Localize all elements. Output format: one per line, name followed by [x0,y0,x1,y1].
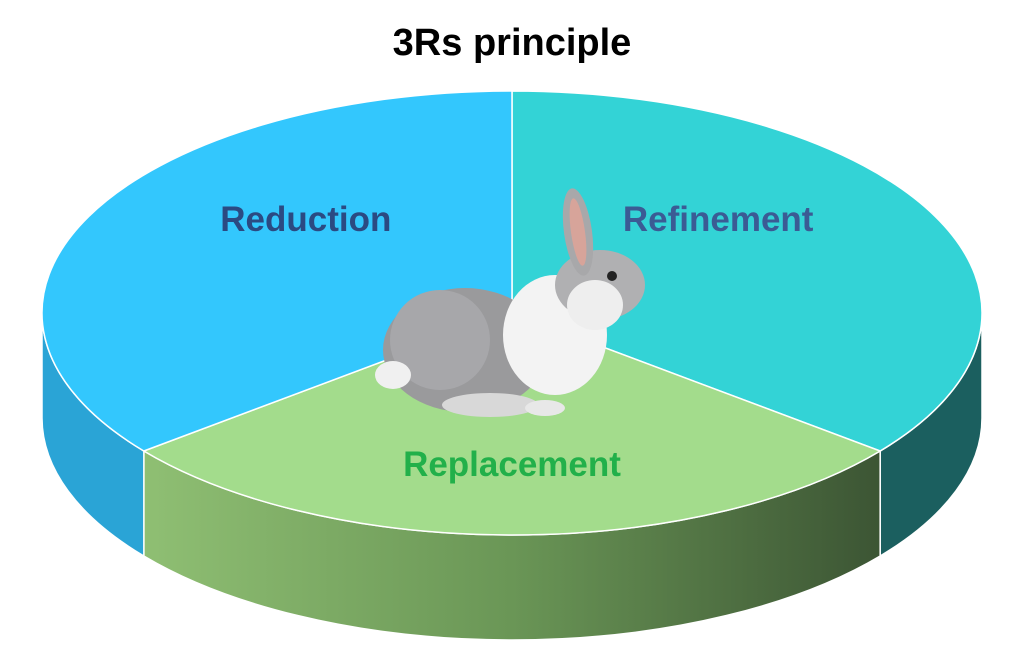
pie-slice-reduction [41,90,513,452]
slice-label-refinement: Refinement [623,200,814,239]
chart-title: 3Rs principle [392,22,632,64]
pie-slice-refinement [511,90,983,452]
pie-slice-replacement [142,312,882,536]
slice-label-replacement: Replacement [403,445,621,484]
slice-label-reduction: Reduction [220,200,391,239]
rabbit-image [375,188,645,417]
